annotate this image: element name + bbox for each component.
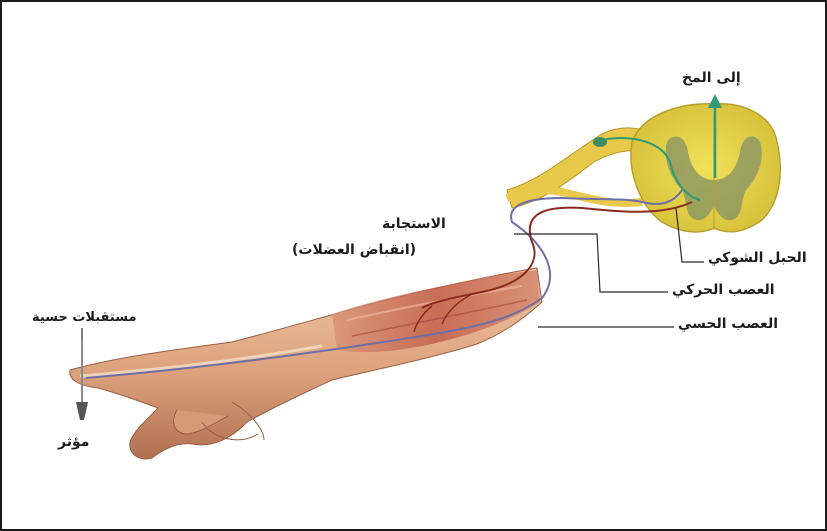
motor-nerve-label: العصب الحركي (672, 282, 775, 299)
muscle-contraction-label: (انقباض العضلات) (292, 242, 416, 259)
hand-and-forearm (70, 268, 542, 459)
response-label: الاستجابة (382, 216, 446, 233)
sensory-receptors-label: مستقبلات حسية (32, 310, 137, 326)
nerve-root (507, 128, 652, 208)
stimulus-label: مؤثر (58, 434, 89, 451)
spinal-cord-label: الحبل الشوكي (708, 250, 807, 267)
spinal-cord-cross-section (631, 104, 780, 232)
sensory-nerve-label: العصب الحسي (678, 316, 778, 333)
to-brain-label: إلى المخ (682, 70, 741, 87)
